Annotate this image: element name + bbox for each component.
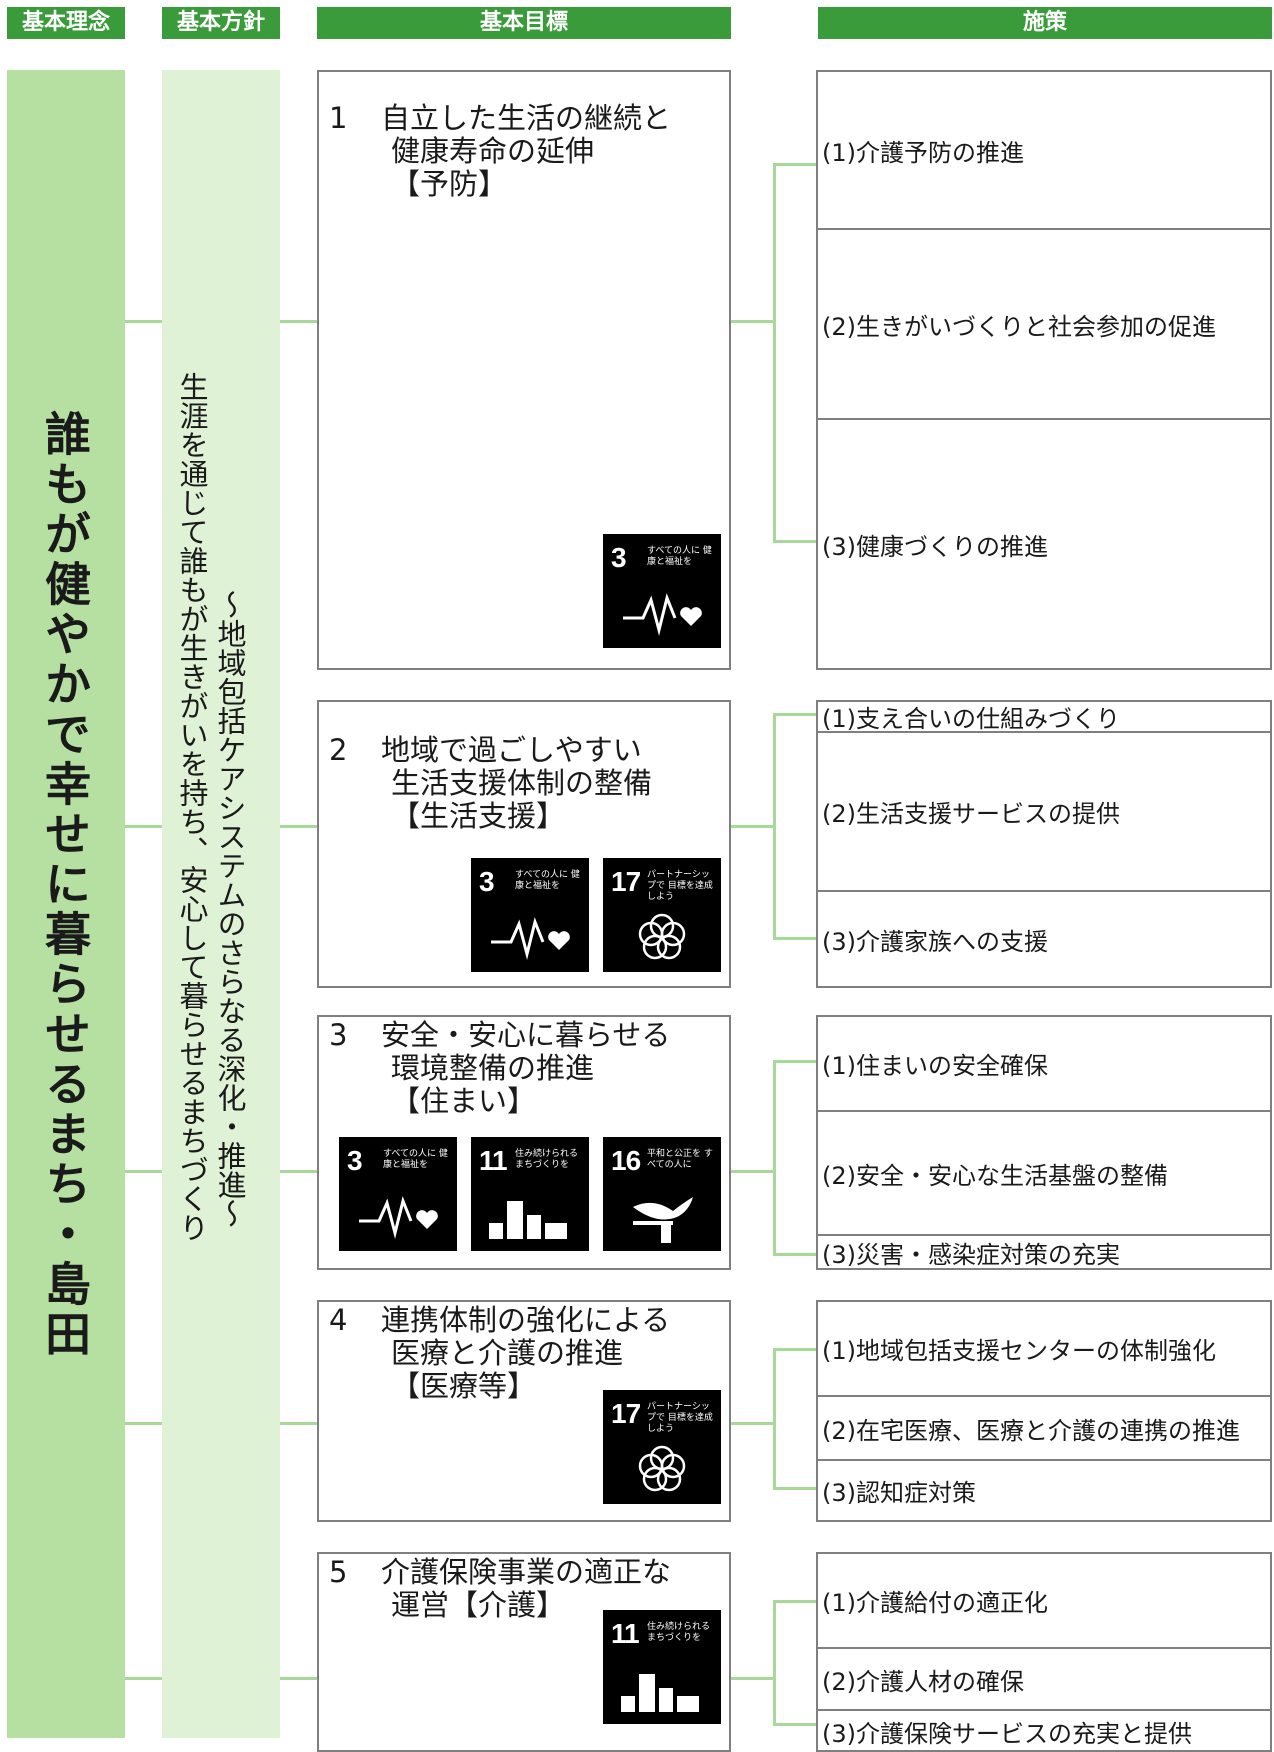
goal-number: 3 <box>329 1018 348 1052</box>
connector <box>773 1348 816 1351</box>
connector <box>731 1422 773 1425</box>
measures-group-2: (1)支え合いの仕組みづくり (2)生活支援サービスの提供 (3)介護家族への支… <box>816 700 1272 988</box>
goal-category: 【予防】 <box>391 167 508 201</box>
header-policy: 基本方針 <box>162 7 280 39</box>
connector <box>773 1487 816 1490</box>
header-goal: 基本目標 <box>317 7 731 39</box>
measures-group-5: (1)介護給付の適正化 (2)介護人材の確保 (3)介護保険サービスの充実と提供 <box>816 1552 1272 1752</box>
measure-item: (1)住まいの安全確保 <box>818 1017 1270 1112</box>
connector <box>280 825 317 828</box>
goal-number: 4 <box>329 1303 348 1337</box>
goal-title-line2: 生活支援体制の整備 <box>391 766 653 800</box>
goal-category: 【医療等】 <box>391 1369 537 1403</box>
connector <box>773 1600 776 1726</box>
goal-title-line2: 運営【介護】 <box>391 1588 566 1622</box>
connector <box>773 1060 776 1256</box>
connector <box>125 320 162 323</box>
header-measure: 施策 <box>818 7 1272 39</box>
measure-item: (1)支え合いの仕組みづくり <box>818 702 1270 733</box>
connector <box>773 937 816 940</box>
connector <box>773 1253 816 1256</box>
connector <box>731 320 773 323</box>
connector <box>773 713 816 716</box>
concept-text: 誰もが健やかで幸せに暮らせるまち・島田 <box>38 410 92 1360</box>
connector <box>773 163 816 166</box>
measure-item: (2)生活支援サービスの提供 <box>818 733 1270 892</box>
connector <box>125 1170 162 1173</box>
connector <box>125 1677 162 1680</box>
policy-text-sub: ～地域包括ケアシステムのさらなる深化・推進～ <box>213 590 247 1228</box>
measure-item: (2)安全・安心な生活基盤の整備 <box>818 1112 1270 1236</box>
connector <box>773 1060 816 1063</box>
measure-item: (2)在宅医療、医療と介護の連携の推進 <box>818 1397 1270 1461</box>
goal-title-line2: 健康寿命の延伸 <box>391 134 595 168</box>
connector <box>731 825 773 828</box>
connector <box>280 1422 317 1425</box>
goal-title-line2: 医療と介護の推進 <box>391 1336 624 1370</box>
measures-group-1: (1)介護予防の推進 (2)生きがいづくりと社会参加の促進 (3)健康づくりの推… <box>816 70 1272 670</box>
policy-text-main: 生涯を通じて誰もが生きがいを持ち、安心して暮らせるまちづくり <box>175 372 209 1242</box>
goal-category: 【住まい】 <box>391 1084 537 1118</box>
connector <box>280 1677 317 1680</box>
measure-item: (3)介護家族への支援 <box>822 927 1048 956</box>
goal-title-line2: 環境整備の推進 <box>391 1051 595 1085</box>
measure-item: (3)認知症対策 <box>822 1479 976 1507</box>
goal-number: 5 <box>329 1555 348 1589</box>
policy-column: 生涯を通じて誰もが生きがいを持ち、安心して暮らせるまちづくり ～地域包括ケアシス… <box>162 70 280 1738</box>
connector <box>773 713 776 940</box>
measure-item: (1)介護予防の推進 <box>818 72 1270 230</box>
measures-group-3: (1)住まいの安全確保 (2)安全・安心な生活基盤の整備 (3)災害・感染症対策… <box>816 1015 1272 1270</box>
header-concept: 基本理念 <box>7 7 125 39</box>
goal-title-line1: 連携体制の強化による <box>381 1303 671 1337</box>
concept-column: 誰もが健やかで幸せに暮らせるまち・島田 <box>7 70 125 1738</box>
measure-item: (1)地域包括支援センターの体制強化 <box>818 1302 1270 1397</box>
goal-number: 2 <box>329 733 348 767</box>
measure-item: (3)介護保険サービスの充実と提供 <box>822 1719 1192 1748</box>
connector <box>280 320 317 323</box>
measure-item: (2)介護人材の確保 <box>818 1649 1270 1711</box>
measure-item: (2)生きがいづくりと社会参加の促進 <box>818 230 1270 420</box>
connector <box>731 1677 773 1680</box>
goal-title-line1: 介護保険事業の適正な <box>381 1555 672 1589</box>
measure-item: (1)介護給付の適正化 <box>818 1554 1270 1649</box>
measure-item: (3)災害・感染症対策の充実 <box>822 1240 1120 1269</box>
goal-title-line1: 自立した生活の継続と <box>381 101 672 135</box>
goal-number: 1 <box>329 101 348 135</box>
connector <box>773 540 816 543</box>
connector <box>773 1723 816 1726</box>
connector <box>125 1422 162 1425</box>
measure-item: (3)健康づくりの推進 <box>822 532 1048 561</box>
connector <box>773 1348 776 1490</box>
goal-title-line1: 地域で過ごしやすい <box>381 733 642 767</box>
measures-group-4: (1)地域包括支援センターの体制強化 (2)在宅医療、医療と介護の連携の推進 (… <box>816 1300 1272 1522</box>
connector <box>731 1170 773 1173</box>
goal-title-line1: 安全・安心に暮らせる <box>381 1018 671 1052</box>
connector <box>280 1170 317 1173</box>
goal-category: 【生活支援】 <box>391 799 566 833</box>
connector <box>773 1600 816 1603</box>
connector <box>773 163 776 543</box>
connector <box>125 825 162 828</box>
